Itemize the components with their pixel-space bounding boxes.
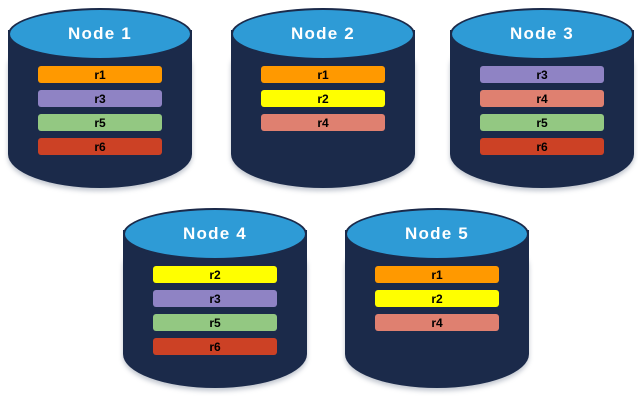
node-5-shard-list: r1 r2 r4 [345, 266, 529, 331]
node-2-title: Node 2 [291, 24, 355, 43]
shard-bar[interactable]: r1 [261, 66, 385, 83]
node-4-shard-list: r2 r3 r5 r6 [123, 266, 307, 355]
shard-bar[interactable]: r5 [480, 114, 604, 131]
node-1-title: Node 1 [68, 24, 132, 43]
node-5-title: Node 5 [405, 224, 469, 243]
node-3-title: Node 3 [510, 24, 574, 43]
node-5[interactable]: Node 5 r1 r2 r4 [345, 208, 529, 396]
shard-bar[interactable]: r2 [153, 266, 277, 283]
shard-bar[interactable]: r6 [153, 338, 277, 355]
shard-bar[interactable]: r3 [38, 90, 162, 107]
node-1[interactable]: Node 1 r1 r3 r5 r6 [8, 8, 192, 196]
node-2-shard-list: r1 r2 r4 [231, 66, 415, 131]
shard-bar[interactable]: r5 [153, 314, 277, 331]
node-1-cylinder-lid: Node 1 [8, 8, 192, 60]
node-3[interactable]: Node 3 r3 r4 r5 r6 [450, 8, 634, 196]
node-4-cylinder-lid: Node 4 [123, 208, 307, 260]
shard-bar[interactable]: r3 [153, 290, 277, 307]
shard-bar[interactable]: r3 [480, 66, 604, 83]
node-2[interactable]: Node 2 r1 r2 r4 [231, 8, 415, 196]
node-4[interactable]: Node 4 r2 r3 r5 r6 [123, 208, 307, 396]
shard-bar[interactable]: r1 [38, 66, 162, 83]
shard-bar[interactable]: r6 [38, 138, 162, 155]
shard-bar[interactable]: r2 [375, 290, 499, 307]
node-1-shard-list: r1 r3 r5 r6 [8, 66, 192, 155]
shard-bar[interactable]: r5 [38, 114, 162, 131]
node-3-shard-list: r3 r4 r5 r6 [450, 66, 634, 155]
shard-bar[interactable]: r4 [375, 314, 499, 331]
shard-bar[interactable]: r1 [375, 266, 499, 283]
node-3-cylinder-lid: Node 3 [450, 8, 634, 60]
node-4-title: Node 4 [183, 224, 247, 243]
node-5-cylinder-lid: Node 5 [345, 208, 529, 260]
shard-bar[interactable]: r2 [261, 90, 385, 107]
shard-bar[interactable]: r6 [480, 138, 604, 155]
shard-bar[interactable]: r4 [261, 114, 385, 131]
node-2-cylinder-lid: Node 2 [231, 8, 415, 60]
shard-bar[interactable]: r4 [480, 90, 604, 107]
